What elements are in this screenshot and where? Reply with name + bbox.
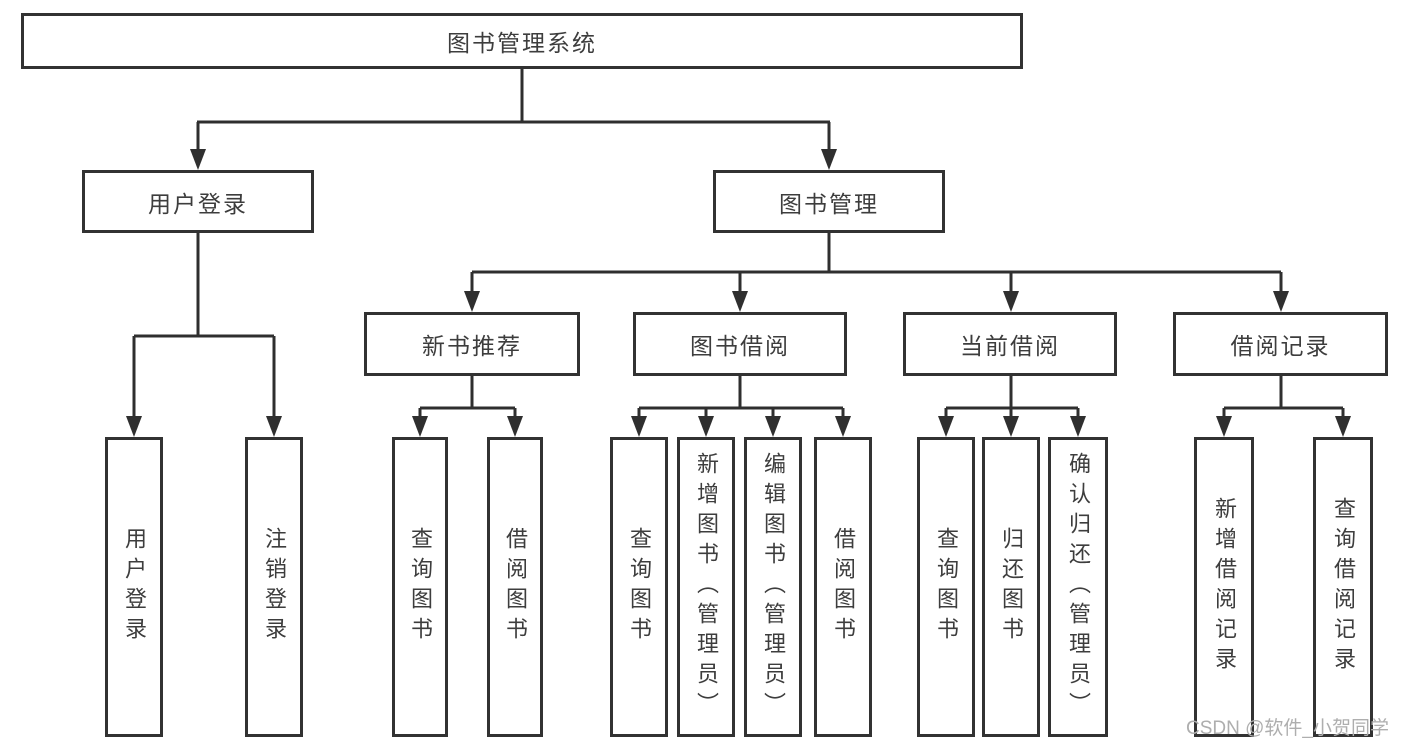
leaf-query-borrow-record: 查询借阅记录 xyxy=(1313,437,1373,737)
leaf-confirm-return-admin-label: 确认归还（管理员） xyxy=(1066,452,1091,722)
leaf-recommend-borrow-books: 借阅图书 xyxy=(487,437,543,737)
leaf-user-login-label: 用户登录 xyxy=(122,527,147,647)
leaf-current-query-books: 查询图书 xyxy=(917,437,975,737)
leaf-return-book: 归还图书 xyxy=(982,437,1040,737)
node-new-book-recommend: 新书推荐 xyxy=(364,312,580,376)
node-book-management-label: 图书管理 xyxy=(779,190,879,217)
node-current-borrowing-label: 当前借阅 xyxy=(960,333,1060,359)
connector-user-login xyxy=(132,233,276,421)
leaf-current-query-books-label: 查询图书 xyxy=(934,527,959,647)
leaf-recommend-query-books-label: 查询图书 xyxy=(408,527,433,647)
node-book-management: 图书管理 xyxy=(713,170,945,233)
node-current-borrowing: 当前借阅 xyxy=(903,312,1117,376)
leaf-add-borrow-record: 新增借阅记录 xyxy=(1194,437,1254,737)
connector-book-borrowing xyxy=(637,376,845,421)
leaf-borrowing-borrow-books-label: 借阅图书 xyxy=(831,527,856,647)
connector-current-borrowing xyxy=(944,376,1080,421)
leaf-edit-book-admin: 编辑图书（管理员） xyxy=(744,437,802,737)
node-user-login: 用户登录 xyxy=(82,170,314,233)
connector-root xyxy=(196,69,831,154)
leaf-logout-login: 注销登录 xyxy=(245,437,303,737)
leaf-edit-book-admin-label: 编辑图书（管理员） xyxy=(761,452,786,722)
node-new-book-recommend-label: 新书推荐 xyxy=(422,333,522,359)
leaf-borrowing-query-books: 查询图书 xyxy=(610,437,668,737)
leaf-return-book-label: 归还图书 xyxy=(999,527,1024,647)
leaf-recommend-borrow-books-label: 借阅图书 xyxy=(503,527,528,647)
leaf-logout-login-label: 注销登录 xyxy=(262,527,287,647)
leaf-add-book-admin: 新增图书（管理员） xyxy=(677,437,735,737)
leaf-borrowing-borrow-books: 借阅图书 xyxy=(814,437,872,737)
leaf-confirm-return-admin: 确认归还（管理员） xyxy=(1048,437,1108,737)
node-book-borrowing-label: 图书借阅 xyxy=(690,333,790,359)
node-book-borrowing: 图书借阅 xyxy=(633,312,847,376)
node-root: 图书管理系统 xyxy=(21,13,1023,69)
node-user-login-label: 用户登录 xyxy=(148,190,248,217)
node-root-label: 图书管理系统 xyxy=(447,30,597,56)
leaf-add-borrow-record-label: 新增借阅记录 xyxy=(1212,497,1237,677)
leaf-user-login: 用户登录 xyxy=(105,437,163,737)
connector-borrow-records xyxy=(1222,376,1345,421)
leaf-query-borrow-record-label: 查询借阅记录 xyxy=(1331,497,1356,677)
leaf-borrowing-query-books-label: 查询图书 xyxy=(627,527,652,647)
leaf-recommend-query-books: 查询图书 xyxy=(392,437,448,737)
connector-new-book-recommend xyxy=(418,376,517,421)
node-borrow-records: 借阅记录 xyxy=(1173,312,1388,376)
leaf-add-book-admin-label: 新增图书（管理员） xyxy=(694,452,719,722)
node-borrow-records-label: 借阅记录 xyxy=(1230,333,1331,359)
arrowheads xyxy=(126,149,1351,437)
csdn-watermark: CSDN @软件_小贺同学 xyxy=(1186,718,1389,739)
connector-book-management xyxy=(470,233,1283,296)
